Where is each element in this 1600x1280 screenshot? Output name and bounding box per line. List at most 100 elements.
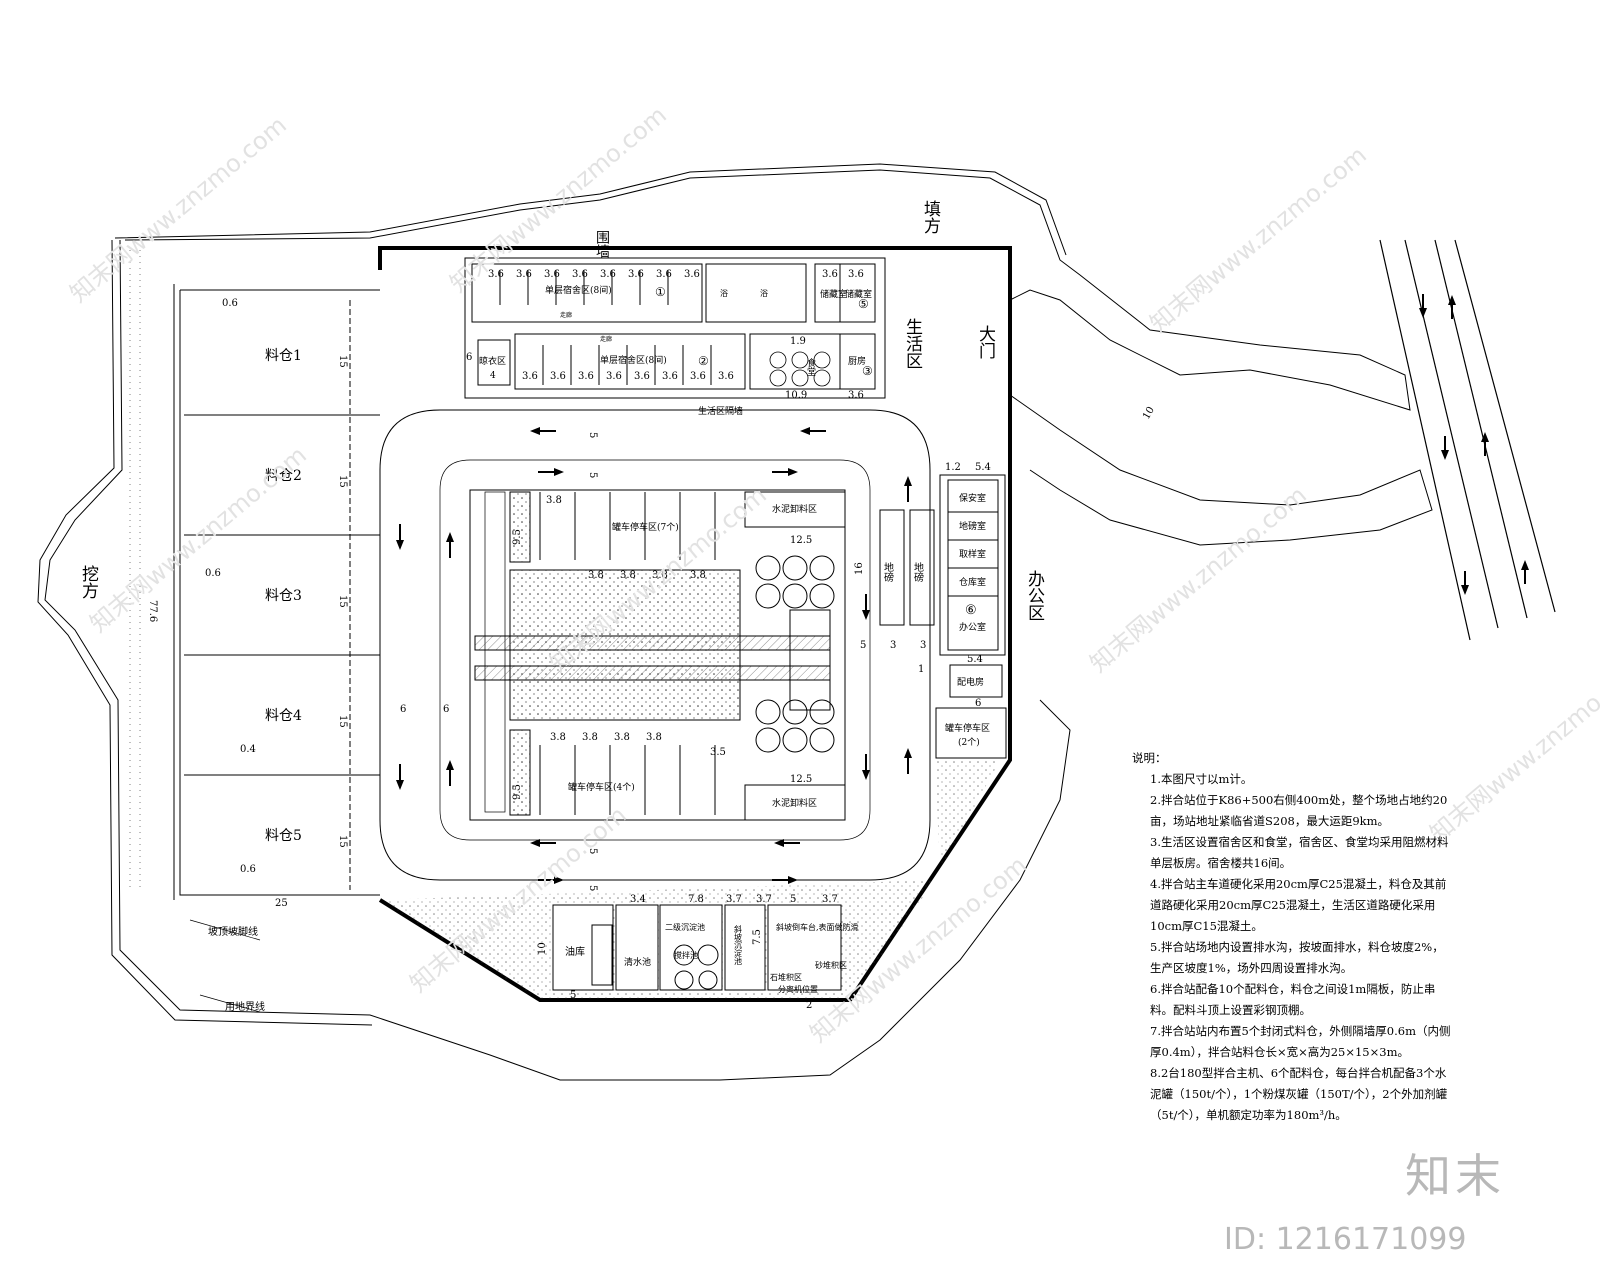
svg-text:5.4: 5.4 bbox=[975, 462, 991, 473]
svg-text:10: 10 bbox=[1141, 405, 1157, 422]
material-bins bbox=[184, 300, 380, 890]
svg-text:3.6: 3.6 bbox=[718, 371, 734, 382]
svg-text:5: 5 bbox=[570, 990, 576, 1001]
living-wall-label: 生活区隔墙 bbox=[698, 405, 743, 417]
svg-text:3.8: 3.8 bbox=[550, 732, 566, 743]
brand-logo-text: 知末 bbox=[1405, 1149, 1505, 1203]
cut-label: 挖方 bbox=[78, 565, 99, 599]
note-3: 3.生活区设置宿舍区和食堂，宿舍区、食堂均采用阻燃材料单层板房。宿舍楼共16间。 bbox=[1150, 835, 1449, 870]
dim-25: 25 bbox=[275, 898, 288, 909]
dim-bin2: 15 bbox=[337, 475, 348, 488]
svg-text:16: 16 bbox=[854, 562, 865, 575]
svg-text:3.8: 3.8 bbox=[614, 732, 630, 743]
svg-text:3.7: 3.7 bbox=[756, 894, 772, 905]
svg-text:3.8: 3.8 bbox=[690, 570, 706, 581]
dorm-dims: 3.6 3.6 3.6 3.6 3.6 3.6 3.6 3.6 3.6 3.6 … bbox=[466, 269, 864, 401]
svg-text:10: 10 bbox=[537, 942, 548, 955]
office-zone-label: 办公区 bbox=[1024, 570, 1045, 621]
svg-text:7.5: 7.5 bbox=[752, 929, 763, 945]
svg-text:3.6: 3.6 bbox=[516, 269, 532, 280]
laundry-num: 4 bbox=[490, 371, 496, 381]
note-1: 1.本图尺寸以m计。 bbox=[1150, 772, 1253, 786]
svg-text:3.8: 3.8 bbox=[546, 495, 562, 506]
note-7: 7.拌合站站内布置5个封闭式料仓，外侧隔墙厚0.6m（内侧厚0.4m），拌合站料… bbox=[1150, 1024, 1451, 1059]
svg-text:3.6: 3.6 bbox=[544, 269, 560, 280]
svg-text:3.8: 3.8 bbox=[588, 570, 604, 581]
dorm2-num: ② bbox=[698, 354, 709, 368]
svg-text:5.4: 5.4 bbox=[967, 654, 983, 665]
separator-label: 分离机位置 bbox=[778, 984, 818, 994]
bath-label-1: 浴 bbox=[720, 288, 728, 298]
ring-road bbox=[379, 409, 931, 881]
svg-text:5: 5 bbox=[587, 432, 598, 438]
storage-num: ⑤ bbox=[858, 297, 869, 311]
weighbridge-2-label: 地磅 bbox=[912, 561, 924, 583]
svg-text:3.6: 3.6 bbox=[550, 371, 566, 382]
dorm2-label: 单层宿舍区(8间) bbox=[600, 354, 667, 366]
tank-park-4-label: 罐车停车区(4个) bbox=[568, 781, 635, 793]
svg-text:3.6: 3.6 bbox=[662, 371, 678, 382]
office-room-0: 保安室 bbox=[959, 492, 986, 504]
weighbridge-1-label: 地磅 bbox=[882, 561, 894, 583]
stone-pile-label: 石堆积区 bbox=[770, 972, 802, 982]
cement-unload-bottom-label: 水泥卸料区 bbox=[772, 797, 817, 809]
svg-text:6: 6 bbox=[466, 352, 472, 363]
svg-text:3.6: 3.6 bbox=[522, 371, 538, 382]
svg-text:12.5: 12.5 bbox=[790, 774, 812, 785]
svg-text:12.5: 12.5 bbox=[790, 535, 812, 546]
bin-3-label: 料仓3 bbox=[265, 588, 302, 604]
dim-06-bot: 0.6 bbox=[240, 864, 256, 875]
svg-text:5: 5 bbox=[790, 894, 796, 905]
office-room-3: 仓库室 bbox=[959, 576, 986, 588]
traffic-arrows bbox=[1419, 294, 1529, 595]
dim-776: 77.6 bbox=[147, 600, 158, 622]
svg-text:5: 5 bbox=[860, 640, 866, 651]
bin-2-label: 料仓2 bbox=[265, 468, 302, 484]
svg-text:9.5: 9.5 bbox=[512, 529, 523, 545]
power-room-label: 配电房 bbox=[957, 676, 984, 688]
weighbridges bbox=[879, 509, 935, 626]
gate-label: 大门 bbox=[975, 325, 996, 360]
corridor-label-1: 走廊 bbox=[560, 311, 572, 319]
svg-text:6: 6 bbox=[975, 698, 981, 709]
mixing-plant bbox=[469, 489, 846, 821]
slope-line-label: 坡顶坡脚线 bbox=[208, 925, 258, 938]
slope-dump-label: 斜坡倒车台,表面做防滑 bbox=[776, 922, 859, 932]
svg-text:3.6: 3.6 bbox=[488, 269, 504, 280]
road-arrows bbox=[396, 427, 912, 884]
svg-text:5: 5 bbox=[587, 885, 598, 891]
laundry-label: 晾衣区 bbox=[479, 355, 506, 367]
svg-text:3.6: 3.6 bbox=[628, 269, 644, 280]
notes-block: 说明： 1.本图尺寸以m计。 2.拌合站位于K86+500右侧400m处，整个场… bbox=[1132, 748, 1452, 1126]
office-room-1: 地磅室 bbox=[959, 520, 986, 532]
tank-park-2-label-a: 罐车停车区 bbox=[945, 722, 990, 734]
dim-06-mid: 0.6 bbox=[205, 568, 221, 579]
south-strip bbox=[380, 760, 1000, 1000]
highway bbox=[1379, 239, 1556, 641]
oil-depot-label: 油库 bbox=[565, 945, 585, 958]
tank-park-2-label-b: (2个) bbox=[958, 737, 980, 748]
svg-text:3.6: 3.6 bbox=[600, 269, 616, 280]
svg-text:1.2: 1.2 bbox=[945, 462, 961, 473]
svg-text:3.6: 3.6 bbox=[848, 390, 864, 401]
canteen-tables bbox=[769, 351, 831, 387]
living-zone-label: 生活区 bbox=[902, 318, 923, 369]
svg-text:3.8: 3.8 bbox=[620, 570, 636, 581]
office-room-4: 办公室 bbox=[959, 621, 986, 633]
dim-bin1: 15 bbox=[337, 355, 348, 368]
living-area bbox=[464, 257, 886, 399]
bin-5-label: 料仓5 bbox=[265, 828, 302, 844]
bin-1-label: 料仓1 bbox=[265, 348, 302, 364]
svg-text:6: 6 bbox=[443, 704, 449, 715]
svg-text:1: 1 bbox=[918, 664, 924, 675]
svg-text:3.6: 3.6 bbox=[690, 371, 706, 382]
storage2-label: 储藏室 bbox=[845, 288, 872, 300]
svg-text:3.6: 3.6 bbox=[634, 371, 650, 382]
sand-pile-label: 砂堆积区 bbox=[815, 960, 847, 970]
fill-label: 填方 bbox=[920, 200, 941, 234]
wall-label: 围墙 bbox=[594, 230, 610, 258]
note-6: 6.拌合站配备10个配料仓，料仓之间设1m隔板，防止串料。配料斗顶上设置彩钢顶棚… bbox=[1150, 982, 1436, 1017]
svg-text:3.8: 3.8 bbox=[646, 732, 662, 743]
office-room-2: 取样室 bbox=[959, 548, 986, 560]
